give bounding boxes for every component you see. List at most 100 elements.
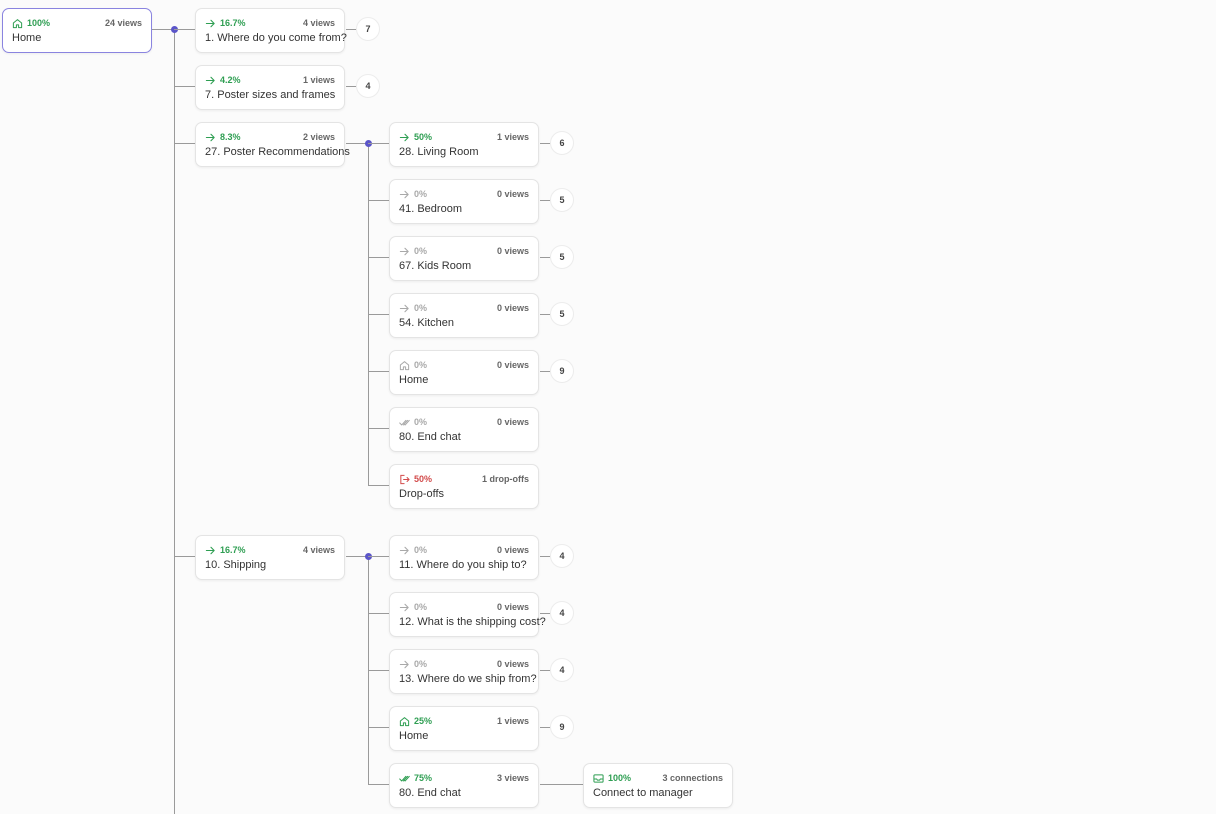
arrow-right-icon (205, 132, 216, 143)
connector-line (174, 29, 175, 814)
node-title: 11. Where do you ship to? (399, 559, 527, 571)
arrow-right-icon (399, 545, 410, 556)
connector-line (174, 86, 195, 87)
node-percentage: 100% (27, 18, 51, 28)
connector-line (368, 371, 389, 372)
node-count-badge[interactable]: 9 (550, 715, 574, 739)
connector-line (540, 556, 550, 557)
node-card-root[interactable]: 100% 24 views Home (2, 8, 152, 53)
double-check-icon (399, 417, 410, 428)
connector-line (174, 29, 195, 30)
node-percentage: 0% (414, 545, 428, 555)
node-card[interactable]: 4.2% 1 views 7. Poster sizes and frames (195, 65, 345, 110)
connector-line (540, 727, 550, 728)
connector-line (540, 613, 550, 614)
node-views: 0 views (496, 417, 529, 427)
node-count-badge[interactable]: 5 (550, 245, 574, 269)
arrow-right-icon (399, 132, 410, 143)
node-percentage: 16.7% (220, 545, 246, 555)
node-views: 0 views (496, 360, 529, 370)
node-title: Connect to manager (593, 787, 693, 799)
arrow-right-icon (205, 545, 216, 556)
node-views: 4 views (302, 545, 335, 555)
node-title: 80. End chat (399, 431, 461, 443)
node-percentage: 75% (414, 773, 433, 783)
connector-line (152, 29, 174, 30)
node-count-badge[interactable]: 4 (550, 601, 574, 625)
node-views: 0 views (496, 303, 529, 313)
node-views: 1 views (496, 716, 529, 726)
connector-line (368, 784, 389, 785)
node-views: 4 views (302, 18, 335, 28)
node-title: 80. End chat (399, 787, 461, 799)
node-views: 2 views (302, 132, 335, 142)
connector-line (368, 143, 389, 144)
node-views: 0 views (496, 246, 529, 256)
node-title: 12. What is the shipping cost? (399, 616, 546, 628)
node-title: 1. Where do you come from? (205, 32, 347, 44)
node-views: 0 views (496, 602, 529, 612)
node-card[interactable]: 16.7% 4 views 10. Shipping (195, 535, 345, 580)
node-card[interactable]: 0% 0 views 12. What is the shipping cost? (389, 592, 546, 637)
connector-line (346, 556, 368, 557)
node-title: 7. Poster sizes and frames (205, 89, 336, 101)
node-count-badge[interactable]: 9 (550, 359, 574, 383)
node-percentage: 0% (414, 602, 428, 612)
node-views: 1 views (302, 75, 335, 85)
node-percentage: 0% (414, 303, 428, 313)
node-views: 1 drop-offs (482, 474, 529, 484)
node-count-badge[interactable]: 4 (550, 544, 574, 568)
node-percentage: 25% (414, 716, 433, 726)
node-views: 3 connections (662, 773, 723, 783)
node-title: 67. Kids Room (399, 260, 472, 272)
node-title: 10. Shipping (205, 559, 267, 571)
node-views: 3 views (496, 773, 529, 783)
node-count-badge[interactable]: 4 (550, 658, 574, 682)
connector-line (540, 314, 550, 315)
node-count-badge[interactable]: 4 (356, 74, 380, 98)
node-views: 0 views (496, 659, 529, 669)
node-count-badge[interactable]: 5 (550, 188, 574, 212)
connector-line (540, 784, 584, 785)
node-percentage: 50% (414, 132, 433, 142)
arrow-right-icon (205, 18, 216, 29)
node-percentage: 50% (414, 474, 433, 484)
node-percentage: 0% (414, 417, 428, 427)
node-percentage: 0% (414, 360, 428, 370)
node-card[interactable]: 0% 0 views 13. Where do we ship from? (389, 649, 539, 694)
connector-line (174, 556, 195, 557)
connector-line (346, 29, 356, 30)
node-views: 1 views (496, 132, 529, 142)
node-title: Home (12, 32, 42, 44)
node-title: 13. Where do we ship from? (399, 673, 537, 685)
arrow-right-icon (399, 303, 410, 314)
inbox-icon (593, 773, 604, 784)
node-card[interactable]: 0% 0 views 80. End chat (389, 407, 539, 452)
connector-line (346, 143, 368, 144)
node-percentage: 0% (414, 659, 428, 669)
home-icon (399, 360, 410, 371)
connector-line (368, 670, 389, 671)
node-count-badge[interactable]: 6 (550, 131, 574, 155)
node-count-badge[interactable]: 7 (356, 17, 380, 41)
node-card[interactable]: 75% 3 views 80. End chat (389, 763, 539, 808)
connector-line (368, 727, 389, 728)
node-percentage: 4.2% (220, 75, 241, 85)
node-title: 27. Poster Recommendations (205, 146, 350, 158)
node-count-badge[interactable]: 5 (550, 302, 574, 326)
node-title: Home (399, 374, 429, 386)
connector-line (368, 613, 389, 614)
node-percentage: 100% (608, 773, 632, 783)
exit-icon (399, 474, 410, 485)
